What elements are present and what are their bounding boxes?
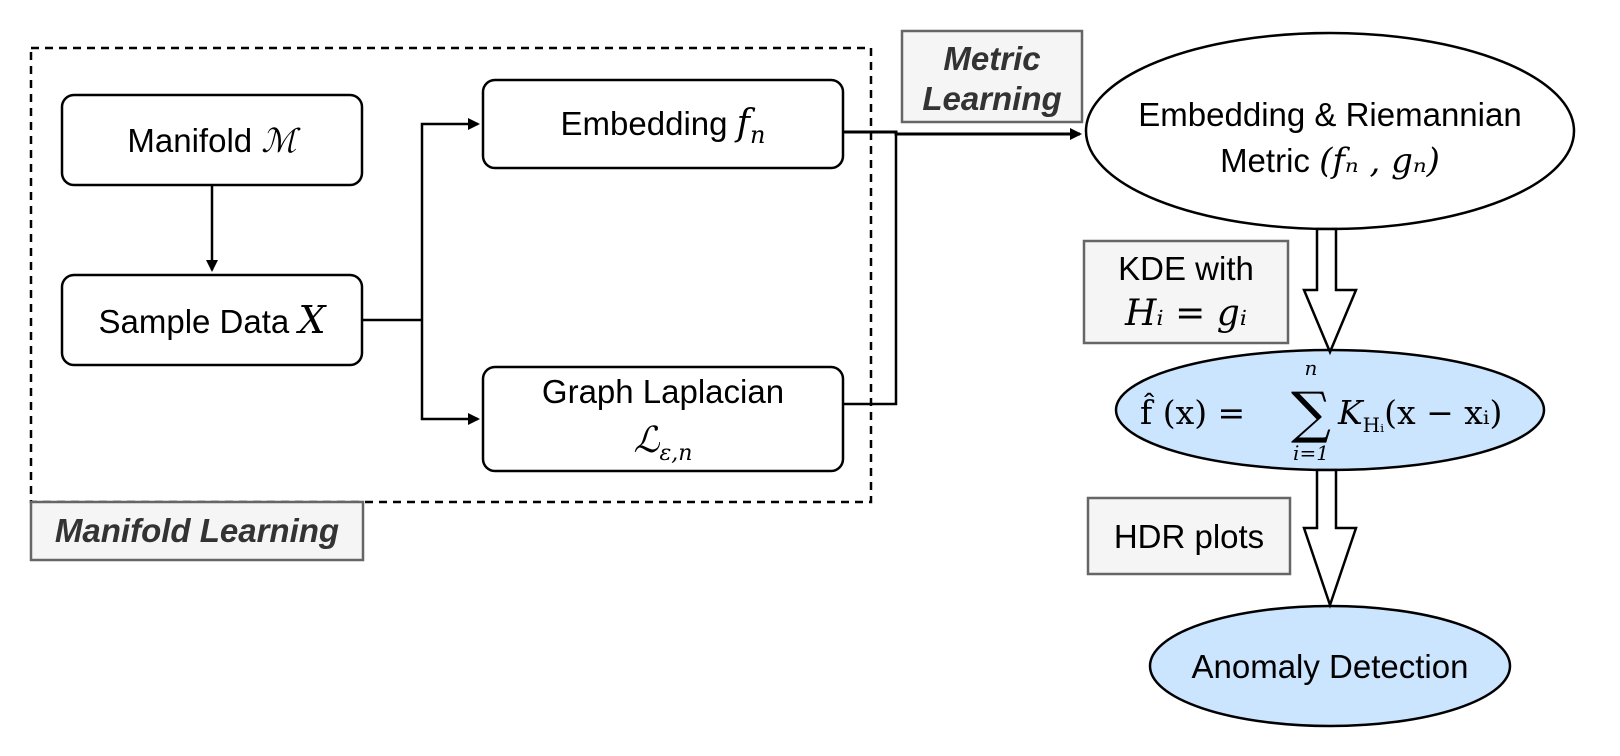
kde-formula-lhs: f̂ (x) = bbox=[1140, 391, 1245, 432]
embedding-subscript: n bbox=[750, 121, 765, 149]
kde-formula-kernel-arg: (x − xᵢ) bbox=[1384, 393, 1502, 432]
svg-text:Metric (fₙ , gₙ): Metric (fₙ , gₙ) bbox=[1220, 141, 1440, 181]
edge-sample-to-laplacian bbox=[420, 320, 480, 425]
sample-data-label: Sample Data bbox=[99, 303, 299, 340]
manifold-learning-group bbox=[29, 46, 873, 504]
manifold-symbol: ℳ bbox=[261, 121, 301, 160]
edge-sample-to-embedding bbox=[420, 118, 480, 320]
manifold-node: Manifold ℳ bbox=[60, 93, 364, 187]
anomaly-detection-node: Anomaly Detection bbox=[1148, 604, 1512, 728]
riemannian-metric-node: Embedding & Riemannian Metric (fₙ , gₙ) bbox=[1084, 31, 1576, 231]
sample-data-node: Sample Data X bbox=[60, 273, 364, 367]
hdr-edge-label-text: HDR plots bbox=[1114, 518, 1264, 555]
riemannian-metric-symbol: (fₙ , gₙ) bbox=[1319, 141, 1440, 181]
kde-formula-kernel-sub: Hᵢ bbox=[1363, 413, 1384, 437]
embedding-label: Embedding bbox=[561, 105, 737, 142]
riemannian-metric-line2-text: Metric bbox=[1220, 142, 1319, 179]
graph-laplacian-node: Graph Laplacian ℒε,n bbox=[481, 365, 845, 473]
metric-learning-label-line2: Learning bbox=[922, 80, 1061, 117]
edge-laplacian-to-riemannian bbox=[843, 134, 898, 406]
svg-text:Sample Data X: Sample Data X bbox=[99, 298, 328, 342]
graph-laplacian-symbol: ℒ bbox=[634, 420, 661, 461]
graph-laplacian-label: Graph Laplacian bbox=[542, 373, 784, 410]
edge-kde-to-anomaly bbox=[1302, 468, 1358, 609]
metric-learning-label-line1: Metric bbox=[943, 40, 1040, 77]
svg-text:Embedding fn: Embedding fn bbox=[561, 103, 766, 149]
kde-formula-sum: ∑ bbox=[1291, 381, 1331, 446]
manifold-node-label: Manifold bbox=[127, 122, 261, 159]
metric-learning-label: Metric Learning bbox=[900, 29, 1084, 124]
edge-riemannian-to-kde bbox=[1302, 227, 1358, 356]
anomaly-detection-label: Anomaly Detection bbox=[1192, 648, 1469, 685]
kde-formula-sum-top: n bbox=[1305, 356, 1318, 380]
graph-laplacian-subscript: ε,n bbox=[659, 441, 692, 466]
embedding-node: Embedding fn bbox=[481, 78, 845, 170]
svg-text:Manifold ℳ: Manifold ℳ bbox=[127, 121, 301, 160]
manifold-learning-label-text: Manifold Learning bbox=[55, 512, 339, 549]
svg-text:ℒε,n: ℒε,n bbox=[634, 420, 693, 466]
edge-embedding-to-riemannian bbox=[843, 128, 1082, 140]
kde-formula-sum-bottom: i=1 bbox=[1293, 441, 1329, 465]
riemannian-metric-line1: Embedding & Riemannian bbox=[1138, 96, 1521, 133]
kde-edge-label-line1: KDE with bbox=[1118, 250, 1254, 287]
hdr-edge-label: HDR plots bbox=[1086, 496, 1292, 576]
svg-text:KHᵢ(x − xᵢ): KHᵢ(x − xᵢ) bbox=[1337, 393, 1502, 437]
kde-edge-label-line2: Hᵢ = gᵢ bbox=[1124, 293, 1247, 334]
kde-formula-node: f̂ (x) = n ∑ i=1 KHᵢ(x − xᵢ) bbox=[1114, 348, 1546, 472]
kde-edge-label: KDE with Hᵢ = gᵢ bbox=[1082, 239, 1290, 345]
kde-formula-kernel: K bbox=[1337, 393, 1365, 432]
manifold-learning-label: Manifold Learning bbox=[29, 500, 365, 562]
sample-data-symbol: X bbox=[295, 298, 327, 342]
